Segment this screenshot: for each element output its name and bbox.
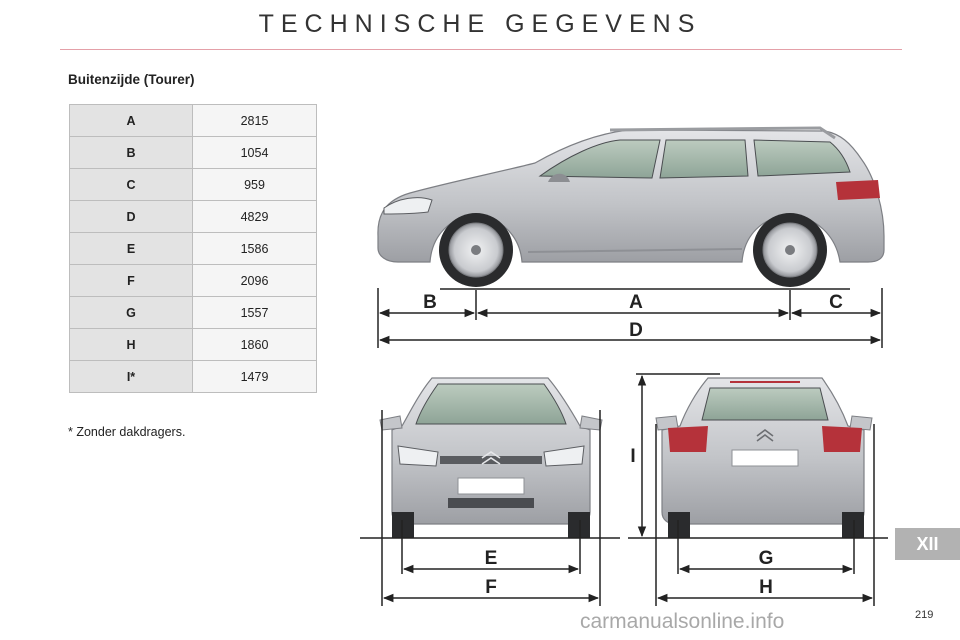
dimension-value: 4829 — [192, 200, 317, 233]
front-dimension-lines — [360, 410, 620, 606]
dimension-key: I* — [69, 360, 193, 393]
side-dimension-lines — [377, 288, 883, 348]
dimension-label-g: G — [759, 548, 774, 569]
page-title: TECHNISCHE GEGEVENS — [258, 10, 702, 38]
table-row: I*1479 — [69, 360, 317, 393]
watermark: carmanualsonline.info — [580, 610, 785, 633]
dimension-value: 1586 — [192, 232, 317, 265]
dimension-label-h: H — [759, 577, 773, 598]
dimension-value: 1860 — [192, 328, 317, 361]
dimension-label-a: A — [629, 292, 643, 313]
car-front-view — [379, 377, 603, 538]
dimension-label-c: C — [829, 292, 843, 313]
dimension-value: 1054 — [192, 136, 317, 169]
page-number: 219 — [915, 609, 934, 621]
dimension-key: C — [69, 168, 193, 201]
dimension-value: 1557 — [192, 296, 317, 329]
dimension-key: D — [69, 200, 193, 233]
rear-dimension-lines — [628, 373, 888, 606]
dimension-key: A — [69, 104, 193, 137]
footnote: * Zonder dakdragers. — [68, 425, 186, 439]
section-subtitle: Buitenzijde (Tourer) — [68, 72, 195, 87]
chapter-tab: XII — [895, 528, 960, 560]
dimension-value: 1479 — [192, 360, 317, 393]
dimension-value: 959 — [192, 168, 317, 201]
dimension-key: E — [69, 232, 193, 265]
dimension-label-e: E — [485, 548, 498, 569]
car-rear-view — [655, 377, 873, 538]
title-divider — [60, 49, 902, 50]
dimension-label-f: F — [485, 577, 497, 598]
dimension-label-d: D — [629, 320, 643, 341]
dimension-key: F — [69, 264, 193, 297]
dimension-key: B — [69, 136, 193, 169]
dimension-value: 2096 — [192, 264, 317, 297]
car-side-view — [377, 126, 885, 290]
dimension-label-i: I — [630, 446, 635, 467]
dimension-key: H — [69, 328, 193, 361]
dimension-label-b: B — [423, 292, 437, 313]
